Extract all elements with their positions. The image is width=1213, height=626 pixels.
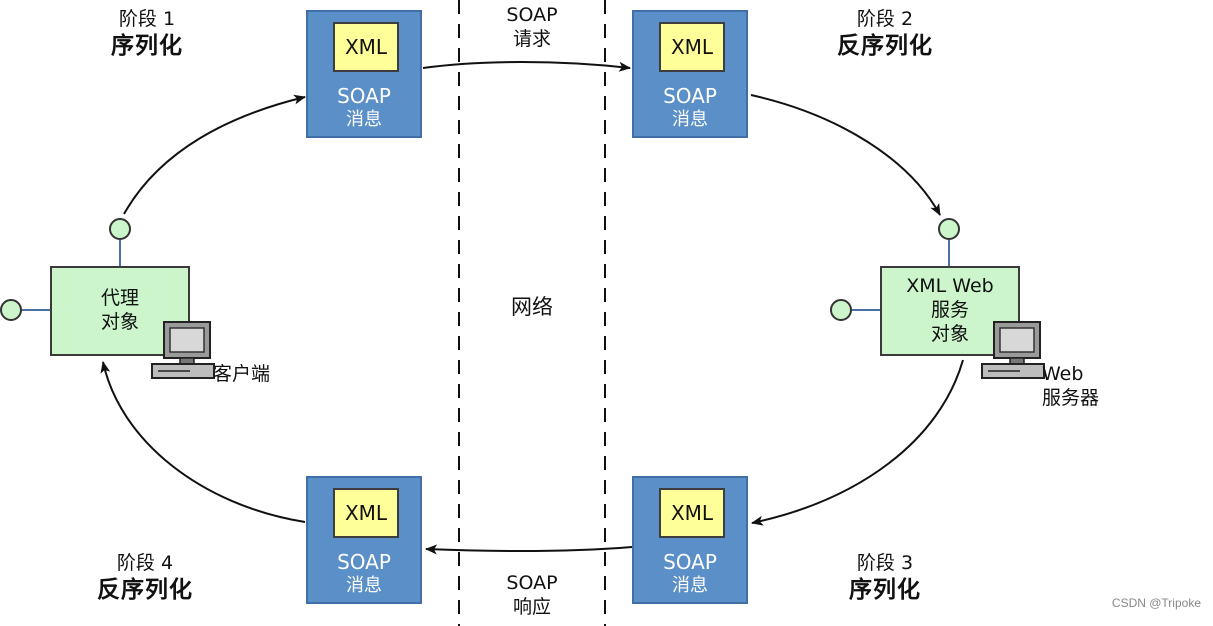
web-server-line2: 服务器 xyxy=(1042,387,1100,409)
xml-payload: XML xyxy=(659,22,725,72)
soap-caption: SOAP xyxy=(337,550,391,574)
proxy-object-line2: 对象 xyxy=(100,311,139,333)
client-computer-icon xyxy=(151,321,215,379)
xml-payload: XML xyxy=(333,488,399,538)
client-label: 客户端 xyxy=(213,363,271,385)
message-caption: 消息 xyxy=(672,109,708,130)
arrow-server-to-stage3 xyxy=(751,359,964,526)
server-side-port xyxy=(830,299,852,321)
service-object-line1: XML Web xyxy=(906,275,994,297)
soap-message-stage3: XML SOAP 消息 xyxy=(632,476,748,604)
xml-payload: XML xyxy=(659,488,725,538)
soap-response-line1: SOAP xyxy=(506,572,558,594)
server-top-port xyxy=(938,218,960,240)
server-computer-icon xyxy=(981,321,1045,379)
web-server-label: Web 服务器 xyxy=(1042,362,1099,410)
stage-4-label: 阶段 4 反序列化 xyxy=(82,552,208,605)
arrow-stage4-to-client xyxy=(100,361,306,523)
web-server-line1: Web xyxy=(1042,363,1084,385)
stage-2-number: 阶段 2 xyxy=(856,8,914,30)
client-side-port xyxy=(0,299,22,321)
soap-request-label: SOAP 请求 xyxy=(482,4,582,52)
stage-4-name: 反序列化 xyxy=(97,576,193,603)
stage-1-name: 序列化 xyxy=(111,32,183,59)
network-label: 网络 xyxy=(511,295,553,319)
soap-response-line2: 响应 xyxy=(512,595,551,618)
arrow-client-to-stage1 xyxy=(123,94,306,215)
soap-caption: SOAP xyxy=(337,84,391,108)
stage-1-label: 阶段 1 序列化 xyxy=(92,8,202,61)
soap-caption: SOAP xyxy=(663,550,717,574)
message-caption: 消息 xyxy=(346,575,382,596)
stage-3-number: 阶段 3 xyxy=(856,552,914,574)
soap-request-line2: 请求 xyxy=(512,27,551,50)
watermark: CSDN @Tripoke xyxy=(1111,596,1201,610)
arrow-stage2-to-server xyxy=(750,94,941,216)
proxy-object-line1: 代理 xyxy=(100,287,139,309)
arrow-request xyxy=(422,61,631,72)
soap-caption: SOAP xyxy=(663,84,717,108)
stage-3-name: 序列化 xyxy=(849,576,921,603)
service-object-line2: 服务 xyxy=(930,299,969,321)
service-object-line3: 对象 xyxy=(930,323,969,345)
stage-2-label: 阶段 2 反序列化 xyxy=(822,8,948,61)
soap-response-label: SOAP 响应 xyxy=(482,572,582,620)
soap-request-line1: SOAP xyxy=(506,4,558,26)
stage-4-number: 阶段 4 xyxy=(116,552,174,574)
message-caption: 消息 xyxy=(672,575,708,596)
soap-message-stage4: XML SOAP 消息 xyxy=(306,476,422,604)
stage-3-label: 阶段 3 序列化 xyxy=(830,552,940,605)
client-top-port xyxy=(109,218,131,240)
soap-message-stage1: XML SOAP 消息 xyxy=(306,10,422,138)
arrow-response xyxy=(425,544,633,555)
soap-message-stage2: XML SOAP 消息 xyxy=(632,10,748,138)
xml-payload: XML xyxy=(333,22,399,72)
stage-2-name: 反序列化 xyxy=(837,32,933,59)
message-caption: 消息 xyxy=(346,109,382,130)
stage-1-number: 阶段 1 xyxy=(118,8,176,30)
